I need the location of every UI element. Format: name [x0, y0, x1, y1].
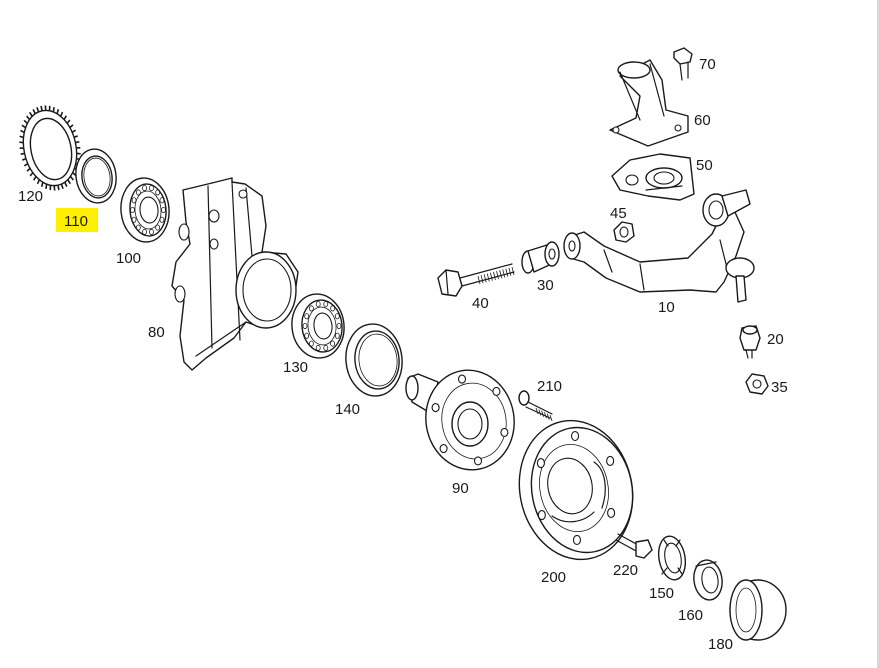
highlight-110	[56, 208, 98, 232]
label-150[interactable]: 150	[649, 585, 674, 602]
part-130-outer-bearing[interactable]	[289, 291, 347, 360]
label-20[interactable]: 20	[767, 331, 784, 348]
label-60[interactable]: 60	[694, 112, 711, 129]
label-160[interactable]: 160	[678, 607, 703, 624]
page-edge	[877, 0, 879, 668]
label-200[interactable]: 200	[541, 569, 566, 586]
label-100[interactable]: 100	[116, 250, 141, 267]
part-90-wheel-hub[interactable]	[405, 363, 522, 477]
part-80-steering-knuckle[interactable]	[171, 177, 299, 371]
part-160-axle-nut[interactable]	[691, 558, 724, 602]
label-220[interactable]: 220	[613, 562, 638, 579]
label-35[interactable]: 35	[771, 379, 788, 396]
label-210[interactable]: 210	[537, 378, 562, 395]
label-50[interactable]: 50	[696, 157, 713, 174]
part-110-seal-ring[interactable]	[72, 146, 119, 205]
label-10[interactable]: 10	[658, 299, 675, 316]
part-200-brake-disc[interactable]	[507, 410, 646, 570]
part-10-control-arm[interactable]	[563, 189, 755, 303]
part-60-stop-plate[interactable]	[609, 59, 689, 147]
part-180-grease-cap[interactable]	[729, 579, 787, 641]
part-40-pivot-bolt[interactable]	[437, 263, 515, 297]
label-45[interactable]: 45	[610, 205, 627, 222]
label-140[interactable]: 140	[335, 401, 360, 418]
part-50-bracket[interactable]	[611, 153, 695, 201]
part-70-screw[interactable]	[673, 47, 693, 81]
part-45-nut[interactable]	[613, 221, 635, 243]
part-120-abs-tone-ring[interactable]	[17, 105, 84, 191]
label-110[interactable]: 110	[64, 213, 88, 230]
part-30-bushing[interactable]	[521, 241, 560, 274]
label-130[interactable]: 130	[283, 359, 308, 376]
label-40[interactable]: 40	[472, 295, 489, 312]
callout-labels: 120 110 100 80 130 140 90 210 200 220 15…	[18, 56, 788, 653]
part-220-disc-screw[interactable]	[615, 533, 653, 559]
label-180[interactable]: 180	[708, 636, 733, 653]
label-90[interactable]: 90	[452, 480, 469, 497]
part-35-lock-nut[interactable]	[745, 373, 769, 395]
part-150-lock-washer[interactable]	[655, 534, 688, 582]
part-210-hub-bolt[interactable]	[518, 390, 553, 422]
label-70[interactable]: 70	[699, 56, 716, 73]
part-20-ball-joint[interactable]	[739, 325, 761, 359]
label-30[interactable]: 30	[537, 277, 554, 294]
part-100-inner-bearing[interactable]	[118, 176, 171, 244]
label-80[interactable]: 80	[148, 324, 165, 341]
label-120[interactable]: 120	[18, 188, 43, 205]
part-140-oil-seal[interactable]	[342, 321, 405, 398]
